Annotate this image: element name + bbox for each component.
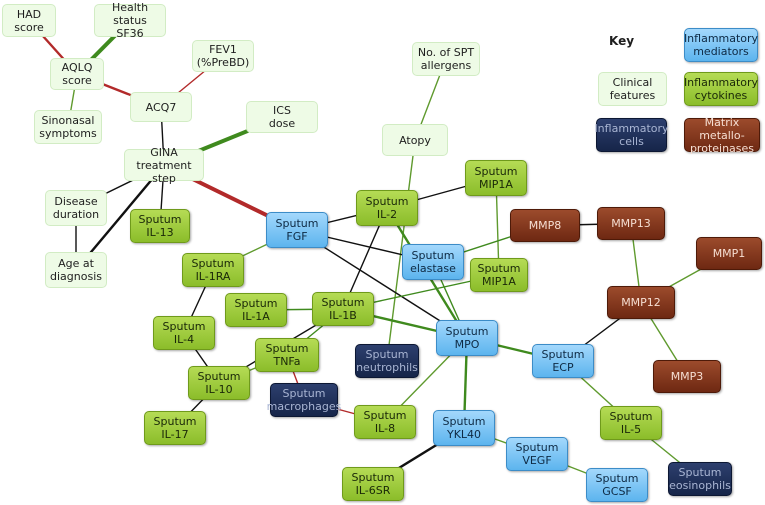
node-il2: Sputum IL-2 bbox=[356, 190, 418, 226]
node-acq7: ACQ7 bbox=[130, 92, 192, 122]
node-ykl40: Sputum YKL40 bbox=[433, 410, 495, 446]
node-mpo: Sputum MPO bbox=[436, 320, 498, 356]
node-sinonasal: Sinonasal symptoms bbox=[34, 110, 102, 144]
node-tnfa: Sputum TNFa bbox=[255, 338, 319, 372]
node-il5: Sputum IL-5 bbox=[600, 406, 662, 440]
node-mmp13: MMP13 bbox=[597, 207, 665, 240]
node-ics: ICS dose bbox=[246, 101, 318, 133]
node-il1ra: Sputum IL-1RA bbox=[182, 253, 244, 287]
node-il6sr: Sputum IL-6SR bbox=[342, 467, 404, 501]
node-elastase: Sputum elastase bbox=[402, 244, 464, 280]
node-spt: No. of SPT allergens bbox=[412, 42, 480, 76]
key-inflammatory-mediators: Inflammatory mediators bbox=[684, 28, 758, 62]
node-duration: Disease duration bbox=[45, 190, 107, 226]
node-age: Age at diagnosis bbox=[45, 252, 107, 288]
key-inflammatory-cytokines: Inflammatory cytokines bbox=[684, 72, 758, 106]
node-il10: Sputum IL-10 bbox=[188, 366, 250, 400]
key-matrix-metalloproteinases: Matrix metallo- proteinases bbox=[684, 116, 760, 155]
key-inflammatory-cells: Inflammatory cells bbox=[594, 118, 669, 152]
node-had: HAD score bbox=[2, 4, 56, 37]
node-ecp: Sputum ECP bbox=[532, 344, 594, 378]
node-sf36: Health status SF36 bbox=[94, 1, 166, 40]
key-title: Key bbox=[609, 34, 635, 48]
node-macrophages: Sputum macrophages bbox=[267, 383, 341, 417]
node-mmp3: MMP3 bbox=[653, 360, 721, 393]
node-mip1a-top: Sputum MIP1A bbox=[465, 160, 527, 196]
node-neutrophils: Sputum neutrophils bbox=[355, 344, 419, 378]
node-mmp12: MMP12 bbox=[607, 286, 675, 319]
node-il17: Sputum IL-17 bbox=[144, 411, 206, 445]
node-il1b: Sputum IL-1B bbox=[312, 292, 374, 326]
node-gcsf: Sputum GCSF bbox=[586, 468, 648, 502]
node-il13: Sputum IL-13 bbox=[130, 209, 190, 243]
edge-atopy-neutrophils bbox=[386, 139, 416, 362]
node-mmp8: MMP8 bbox=[510, 209, 580, 242]
node-il8: Sputum IL-8 bbox=[354, 405, 416, 439]
node-il4: Sputum IL-4 bbox=[153, 316, 215, 350]
node-vegf: Sputum VEGF bbox=[506, 437, 568, 471]
node-mmp1: MMP1 bbox=[696, 237, 762, 270]
node-atopy: Atopy bbox=[382, 124, 448, 156]
node-aqlq: AQLQ score bbox=[50, 58, 104, 90]
key-clinical-features: Clinical features bbox=[598, 72, 667, 106]
node-gina: GINA treatment step bbox=[124, 146, 204, 185]
node-fev1: FEV1 (%PreBD) bbox=[192, 40, 254, 72]
node-eosinophils: Sputum eosinophils bbox=[668, 462, 732, 496]
node-il1a: Sputum IL-1A bbox=[225, 293, 287, 327]
node-fgf: Sputum FGF bbox=[266, 212, 328, 248]
node-mip1a-bot: Sputum MIP1A bbox=[470, 258, 528, 292]
